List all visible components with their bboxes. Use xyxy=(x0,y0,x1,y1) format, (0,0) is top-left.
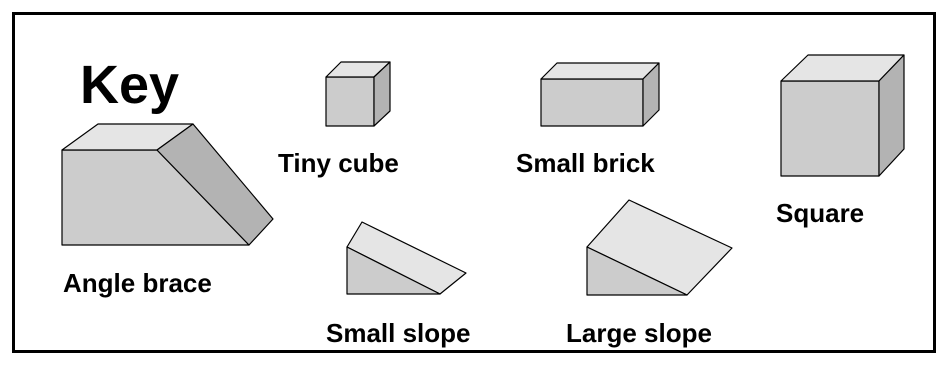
angle-brace-shape xyxy=(61,123,274,246)
square-shape xyxy=(780,54,905,177)
small-slope-shape xyxy=(346,221,467,295)
tiny-cube-label: Tiny cube xyxy=(278,148,399,178)
angle-brace-label: Angle brace xyxy=(63,268,212,298)
small-brick-label: Small brick xyxy=(516,148,655,178)
key-title: Key xyxy=(80,55,180,115)
small-brick-shape xyxy=(540,62,660,127)
large-slope-label: Large slope xyxy=(566,318,712,348)
tiny-cube-shape xyxy=(325,61,391,127)
square-label: Square xyxy=(776,198,865,228)
small-slope-label: Small slope xyxy=(326,318,471,348)
large-slope-shape xyxy=(586,199,733,296)
